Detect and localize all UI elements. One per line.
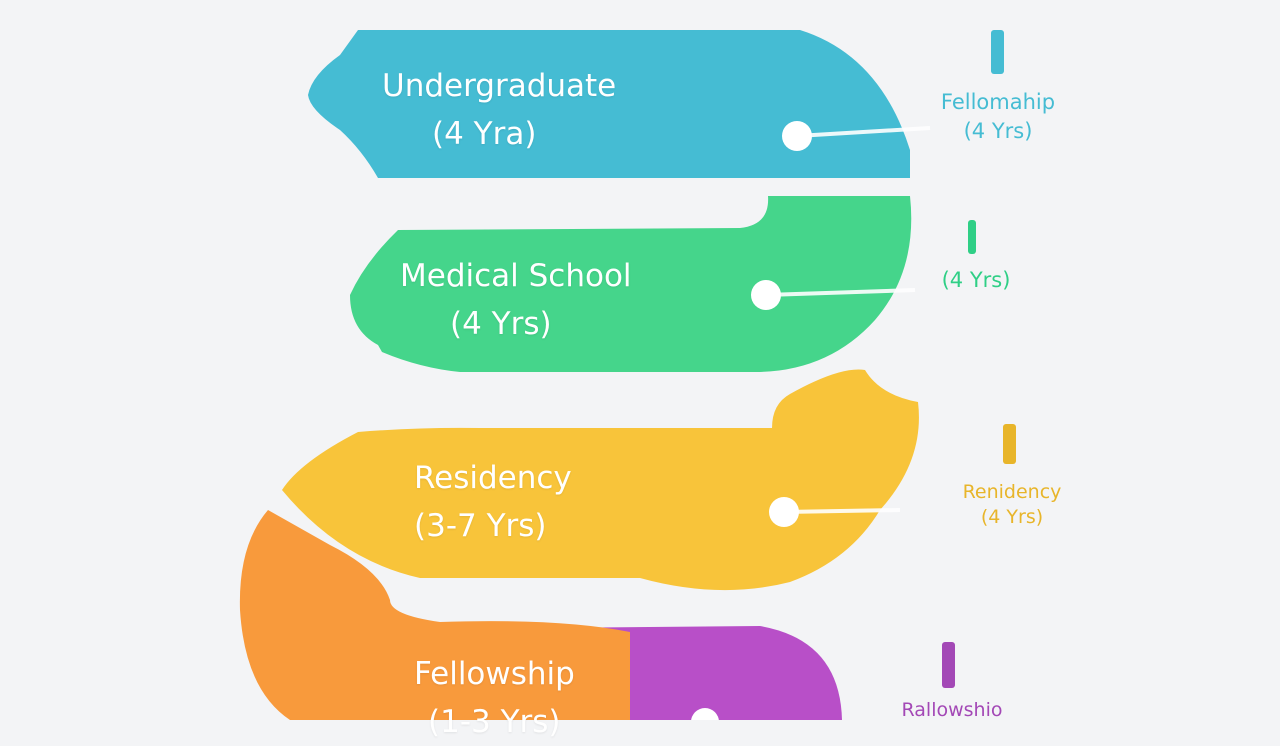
- pathway-diagram: Undergraduate (4 Yra) Medical School (4 …: [239, 30, 1062, 740]
- pathway-shapes: [239, 30, 931, 720]
- side-tick-4: [942, 642, 955, 688]
- stage-title: Fellowship: [414, 656, 575, 692]
- stage-title: Medical School: [400, 258, 632, 294]
- stage-title: Residency: [414, 460, 572, 496]
- connectors: [691, 121, 931, 720]
- stage-label-medical-school: Medical School (4 Yrs): [400, 252, 632, 348]
- stage-fellowship-shape: [239, 510, 630, 720]
- side-title: Rallowshio: [901, 699, 1003, 721]
- connector-dot-2: [751, 280, 781, 310]
- side-title: Renidency: [962, 481, 1062, 503]
- stage-label-undergraduate: Undergraduate (4 Yra): [382, 62, 616, 158]
- side-duration: (4 Yrs): [963, 119, 1033, 144]
- stage-duration: (1-3 Yrs): [428, 704, 561, 741]
- connector-line-1: [796, 126, 931, 138]
- side-label-1: Fellomahip (4 Yrs): [941, 88, 1055, 147]
- stage-undergraduate-shape: [308, 30, 910, 178]
- side-label-4: Rallowshio: [902, 700, 1003, 721]
- stage-title: Undergraduate: [382, 68, 617, 104]
- side-duration: (4 Yrs): [941, 268, 1011, 292]
- side-tick-3: [1003, 424, 1016, 464]
- side-tick-1: [991, 30, 1004, 74]
- connector-dot-3: [769, 497, 799, 527]
- connector-dot-4: [691, 708, 719, 720]
- connector-line-3: [783, 508, 901, 514]
- stage-label-fellowship: Fellowship (1-3 Yrs): [414, 650, 575, 746]
- stage-residency-shape: [282, 369, 919, 591]
- stage-medical-school-shape: [350, 196, 912, 372]
- stage-duration: (4 Yra): [432, 116, 537, 153]
- connector-line-2: [765, 288, 916, 297]
- side-title: Fellomahip: [940, 90, 1056, 114]
- side-label-3: Renidency (4 Yrs): [963, 480, 1062, 529]
- stage-label-residency: Residency (3-7 Yrs): [414, 454, 572, 550]
- side-tick-2: [968, 220, 976, 254]
- side-duration: (4 Yrs): [980, 505, 1044, 528]
- stage-duration: (3-7 Yrs): [414, 508, 547, 545]
- stage-duration: (4 Yrs): [450, 306, 552, 343]
- side-label-2: (4 Yrs): [942, 266, 1011, 295]
- connector-dot-1: [782, 121, 812, 151]
